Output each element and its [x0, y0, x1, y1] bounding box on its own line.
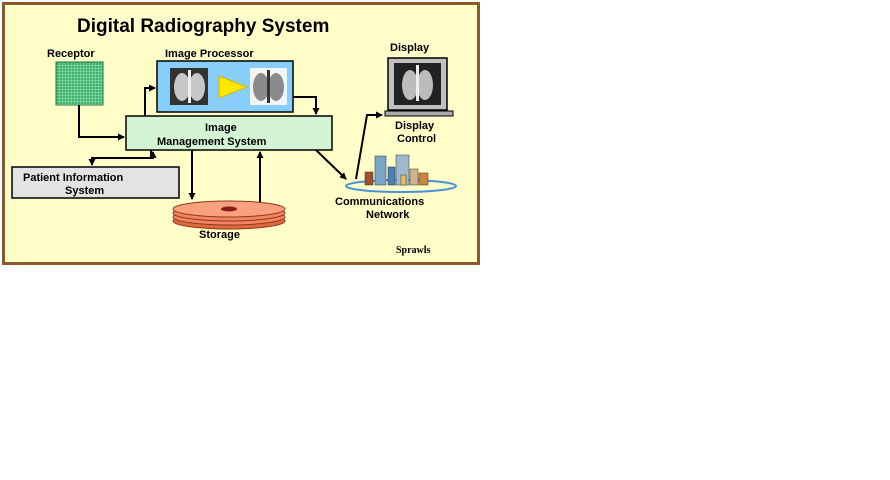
patient-info-label-line1: Patient Information [23, 172, 124, 184]
arrow-right-icon [218, 75, 249, 99]
disk-stack-icon [172, 200, 286, 230]
image-management-label-line2: Management System [157, 136, 267, 148]
diagram-frame: Digital Radiography System Receptor Imag… [2, 2, 480, 265]
display-control-label-line1: Display [395, 120, 435, 132]
xray-chest-processed-icon [250, 68, 287, 105]
image-processor-label: Image Processor [165, 48, 254, 60]
arrow-patient-to-management [92, 151, 157, 159]
display-control-label-line2: Control [397, 133, 436, 145]
city-buildings-icon [345, 154, 457, 193]
storage-label: Storage [199, 229, 240, 241]
receptor-label: Receptor [47, 48, 95, 60]
arrow-network-to-display [355, 111, 383, 180]
receptor-grid-icon [55, 61, 104, 106]
arrow-processor-to-management [293, 96, 320, 115]
diagram-title: Digital Radiography System [77, 16, 329, 37]
arrow-management-to-processor [144, 84, 156, 116]
image-management-box [125, 115, 333, 151]
radiography-diagram: Digital Radiography System Receptor Imag… [11, 16, 457, 256]
patient-info-label-line2: System [65, 185, 104, 197]
xray-chest-icon [170, 68, 208, 105]
credit-label: Sprawls [396, 245, 431, 256]
arrow-receptor-to-management [78, 105, 125, 141]
monitor-icon [384, 57, 454, 117]
display-label: Display [390, 42, 430, 54]
image-management-label-line1: Image [205, 122, 237, 134]
patient-info-box [11, 166, 180, 199]
network-label-line2: Network [366, 209, 410, 221]
arrow-management-to-network [315, 149, 347, 180]
network-label-line1: Communications [335, 196, 424, 208]
